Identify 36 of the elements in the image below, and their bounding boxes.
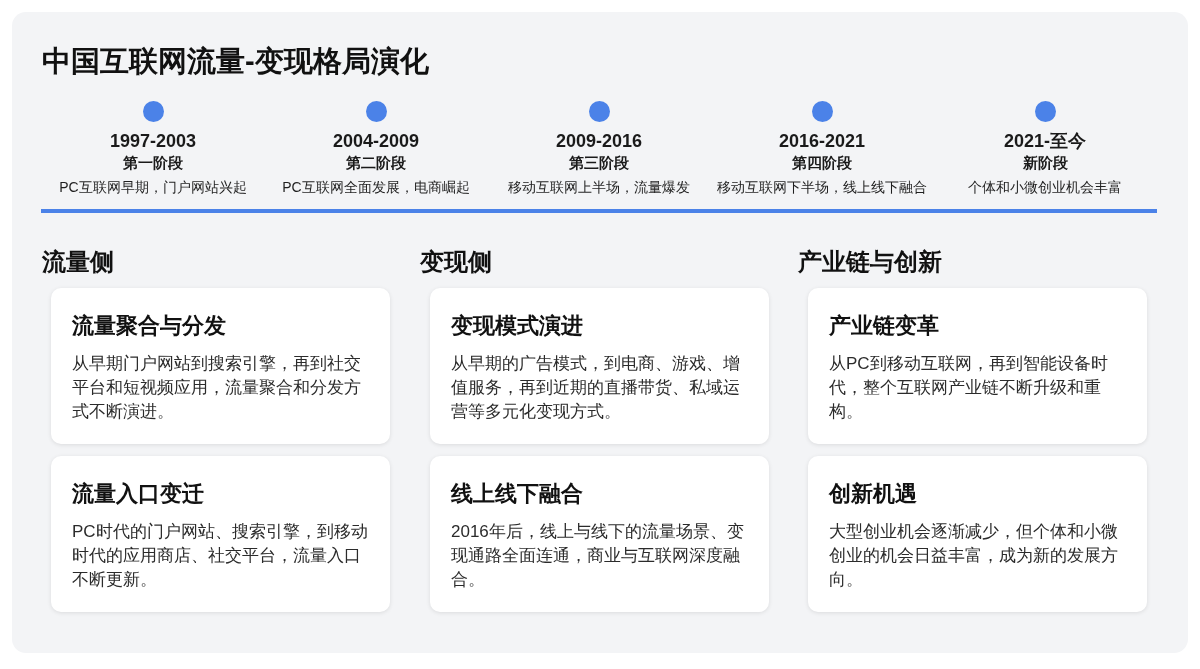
card-heading: 线上线下融合 xyxy=(451,481,583,507)
column-heading: 产业链与创新 xyxy=(798,248,942,276)
card-text: PC时代的门户网站、搜索引擎，到移动时代的应用商店、社交平台，流量入口不断更新。 xyxy=(72,521,369,591)
stage-label: 第二阶段 xyxy=(346,155,406,172)
year-label: 2016-2021 xyxy=(778,131,866,152)
card-text: 从早期的广告模式，到电商、游戏、增值服务，再到近期的直播带货、私域运营等多元化变现方式。 xyxy=(451,353,741,423)
card-text: 从PC到移动互联网，再到智能设备时代，整个互联网产业链不断升级和重构。 xyxy=(829,353,1109,423)
stage-description: PC互联网全面发展，电商崛起 xyxy=(282,179,470,196)
year-label: 2009-2016 xyxy=(555,131,643,152)
card xyxy=(51,456,390,612)
card xyxy=(808,288,1147,444)
stage-label: 第三阶段 xyxy=(569,155,629,172)
card-heading: 产业链变革 xyxy=(829,313,939,339)
card-text: 大型创业机会逐渐减少，但个体和小微创业的机会日益丰富，成为新的发展方向。 xyxy=(829,521,1119,591)
card-text: 从早期门户网站到搜索引擎，再到社交平台和短视频应用，流量聚合和分发方式不断演进。 xyxy=(72,353,362,423)
stage-description: 移动互联网下半场，线上线下融合 xyxy=(717,179,927,196)
stage-description: 移动互联网上半场，流量爆发 xyxy=(508,179,690,196)
card xyxy=(51,288,390,444)
stage-label: 第一阶段 xyxy=(123,155,183,172)
year-label: 2004-2009 xyxy=(332,131,420,152)
stage-label: 第四阶段 xyxy=(792,155,852,172)
card xyxy=(430,288,769,444)
card-heading: 流量入口变迁 xyxy=(72,481,204,507)
title: 中国互联网流量-变现格局演化 xyxy=(42,44,429,78)
stage-description: 个体和小微创业机会丰富 xyxy=(968,179,1122,196)
stage-description: PC互联网早期，门户网站兴起 xyxy=(59,179,247,196)
year-label: 2021-至今 xyxy=(1004,131,1086,152)
card-heading: 创新机遇 xyxy=(829,481,917,507)
card-heading: 变现模式演进 xyxy=(451,313,583,339)
year-label: 1997-2003 xyxy=(109,131,197,152)
card xyxy=(808,456,1147,612)
card xyxy=(430,456,769,612)
column-heading: 变现侧 xyxy=(420,248,492,276)
stage-label: 新阶段 xyxy=(1022,155,1068,172)
card-text: 2016年后，线上与线下的流量场景、变现通路全面连通，商业与互联网深度融合。 xyxy=(451,521,745,591)
card-heading: 流量聚合与分发 xyxy=(72,313,226,339)
